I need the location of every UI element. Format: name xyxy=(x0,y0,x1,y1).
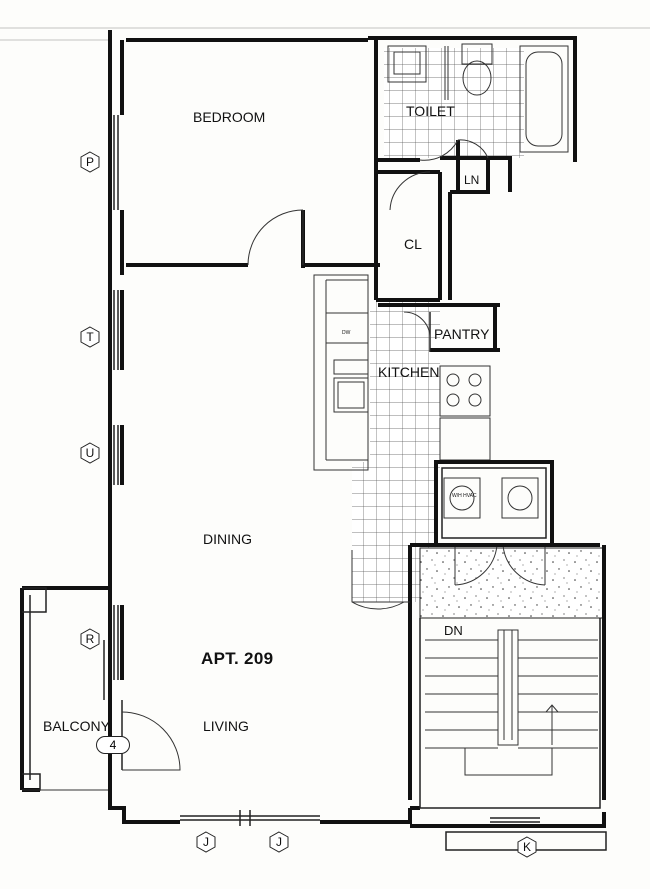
dishwasher-label: DW xyxy=(342,330,351,336)
window-tag-t: T xyxy=(79,326,101,348)
stair-label-down: DN xyxy=(444,623,463,638)
room-label-ln: LN xyxy=(464,173,480,187)
water-heater-label: W/H HVAC xyxy=(452,493,477,499)
apartment-number: APT. 209 xyxy=(201,649,274,668)
window-tag-j-2: J xyxy=(268,831,290,853)
window-tag-p: P xyxy=(79,151,101,173)
window-tag-u: U xyxy=(79,442,101,464)
window-tag-r: R xyxy=(79,628,101,650)
room-label-living: LIVING xyxy=(203,718,249,734)
landing-floor xyxy=(419,547,605,619)
room-label-toilet: TOILET xyxy=(406,103,455,119)
balcony-number-tag: 4 xyxy=(96,736,130,754)
room-label-dining: DINING xyxy=(203,531,252,547)
window-tag-j-1: J xyxy=(195,831,217,853)
room-label-cl: CL xyxy=(404,236,422,252)
room-label-balcony: BALCONY xyxy=(43,718,110,734)
room-label-kitchen: KITCHEN xyxy=(378,364,440,380)
room-label-bedroom: BEDROOM xyxy=(193,109,266,125)
bath-tile-floor xyxy=(384,48,524,158)
room-label-pantry: PANTRY xyxy=(434,326,490,342)
window-tag-k: K xyxy=(516,836,538,858)
